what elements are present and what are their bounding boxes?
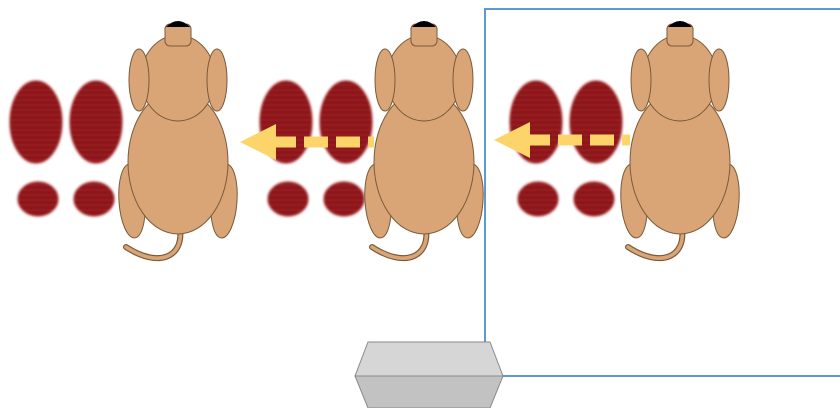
muscle-tissue-icon: [69, 80, 123, 164]
muscle-tissue-icon: [573, 181, 615, 217]
muscle-tissue-icon: [517, 181, 559, 217]
nose-icon: [166, 21, 190, 27]
dog-top-view-icon: [620, 21, 740, 262]
diagram-panel: [9, 21, 238, 262]
dashed-arrow-left-icon: [494, 122, 630, 158]
muscle-tissue-icon: [319, 80, 373, 164]
muscle-tissue-icon: [267, 181, 309, 217]
dashed-arrow-left-icon: [240, 124, 374, 160]
nose-icon: [668, 21, 692, 27]
muscle-tissue-icon: [17, 181, 59, 217]
muscle-tissue-icon: [569, 80, 623, 164]
muscle-tissue-icon: [9, 80, 63, 164]
nose-icon: [412, 21, 436, 27]
dog-top-view-icon: [118, 21, 238, 262]
hexagonal-platform: [354, 341, 504, 408]
diagram-panel: [509, 21, 740, 262]
muscle-tissue-icon: [73, 181, 115, 217]
muscle-tissue-icon: [323, 181, 365, 217]
camera-frame: [484, 8, 840, 377]
dog-top-view-icon: [364, 21, 484, 262]
